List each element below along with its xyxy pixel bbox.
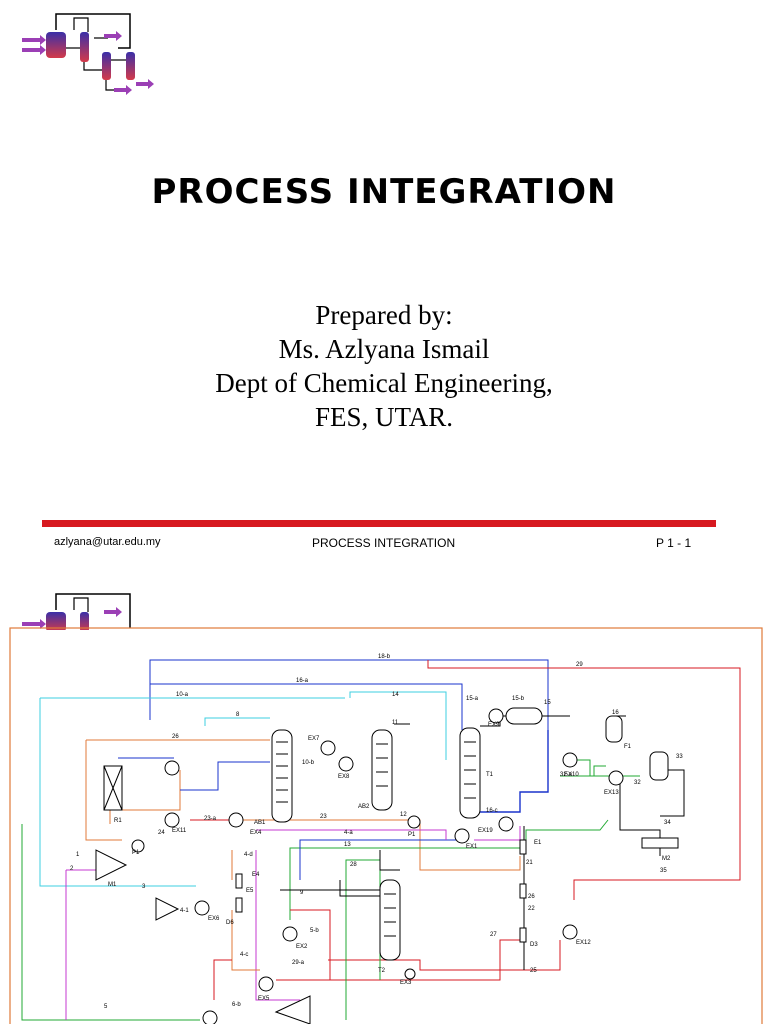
stream-label: EX10 [564,772,579,778]
stream-label: EX11 [172,828,187,834]
stream-label: 3 [142,884,146,890]
stream-label: 33 [676,754,683,760]
stream-label: 23-a [204,816,217,822]
stream-label: M2 [662,856,671,862]
stream-label: EX9 [488,722,500,728]
stream-label: 1 [76,852,80,858]
stream-label: 9 [300,890,304,896]
stream-label: 5 [104,1004,108,1010]
stream-label: EX6 [208,916,220,922]
stream-label: E1 [534,840,542,846]
stream-label: EX3 [400,980,412,986]
stream-label: EX13 [604,790,619,796]
stream-label: T2 [378,968,386,974]
stream-label: F1 [624,744,632,750]
stream-label: EX1 [466,844,478,850]
stream-label: 16 [612,710,619,716]
stream-label: EX4 [250,830,262,836]
stream-label: 35 [660,868,667,874]
prepared-by-label: Prepared by: [315,300,453,330]
stream-label: 34 [664,820,671,826]
stream-label: 13 [344,842,351,848]
stream-label: 28 [350,862,357,868]
stream-label: 32 [634,780,641,786]
stream-label: E5 [246,888,254,894]
stream-label: AB2 [358,804,370,810]
stream-label: 4-d [244,852,253,858]
stream-label: EX7 [308,736,320,742]
stream-label: EX2 [296,944,308,950]
stream-label: EX12 [576,940,591,946]
distillation-logo-icon [22,13,154,95]
stream-label: EX5 [258,996,270,1002]
page-number: P 1 - 1 [656,536,692,550]
stream-label: AB1 [254,820,266,826]
stream-label: 24 [158,830,165,836]
faculty-name: FES, UTAR. [314,402,454,432]
stream-label: 15-a [466,696,479,702]
stream-label: 18-b [378,654,391,660]
author-name: Ms. Azlyana Ismail [278,334,490,364]
department-name: Dept of Chemical Engineering, [215,368,553,398]
stream-label: 29 [576,662,583,668]
stream-label: 10-b [302,760,315,766]
stream-label: 23 [320,814,327,820]
stream-label: 11 [392,720,399,726]
stream-label: 25 [530,968,537,974]
stream-label: D6 [226,920,234,926]
stream-label: 32-a [560,772,573,778]
stream-label: 15 [544,700,551,706]
stream-label: 6-b [232,1002,241,1008]
stream-label: E4 [252,872,260,878]
stream-label: 10-a [176,692,189,698]
stream-label: 27 [490,932,497,938]
stream-label: 16-c [486,808,498,814]
stream-label: EX8 [338,774,350,780]
stream-label: 26 [528,894,535,900]
stream-label: D3 [530,942,538,948]
stream-label: R1 [114,818,122,824]
stream-label: M1 [108,882,117,888]
stream-label: 29-a [292,960,305,966]
stream-label: 26 [172,734,179,740]
stream-label: P1 [132,850,140,856]
stream-label: 14 [392,692,399,698]
footer-email: azlyana@utar.edu.my [54,536,161,548]
stream-label: 15-b [512,696,525,702]
footer-title: PROCESS INTEGRATION [312,536,456,550]
stream-label: 22 [528,906,535,912]
stream-label: 4-1 [180,908,189,914]
stream-label: T1 [486,772,494,778]
title-slide: PROCESS INTEGRATION Prepared by: Ms. Azl… [22,13,716,550]
footer-divider [42,520,716,527]
process-flow-diagram: 18-b 29 16-a 10-a 14 15-a 15-b 15 16 11 … [9,627,763,1024]
stream-label: 12 [400,812,407,818]
stream-label: P1 [408,832,416,838]
stream-label: 4-a [344,830,353,836]
stream-label: 21 [526,860,533,866]
stream-label: 4-c [240,952,248,958]
stream-label: 5-b [310,928,319,934]
stream-label: 8 [236,712,240,718]
stream-label: 2 [70,866,74,872]
process-flow-slide: 18-b 29 16-a 10-a 14 15-a 15-b 15 16 11 … [0,580,768,1024]
stream-label: EX19 [478,828,493,834]
stream-label: 16-a [296,678,309,684]
distillation-logo-icon [22,593,131,630]
slide-title: PROCESS INTEGRATION [151,172,617,212]
